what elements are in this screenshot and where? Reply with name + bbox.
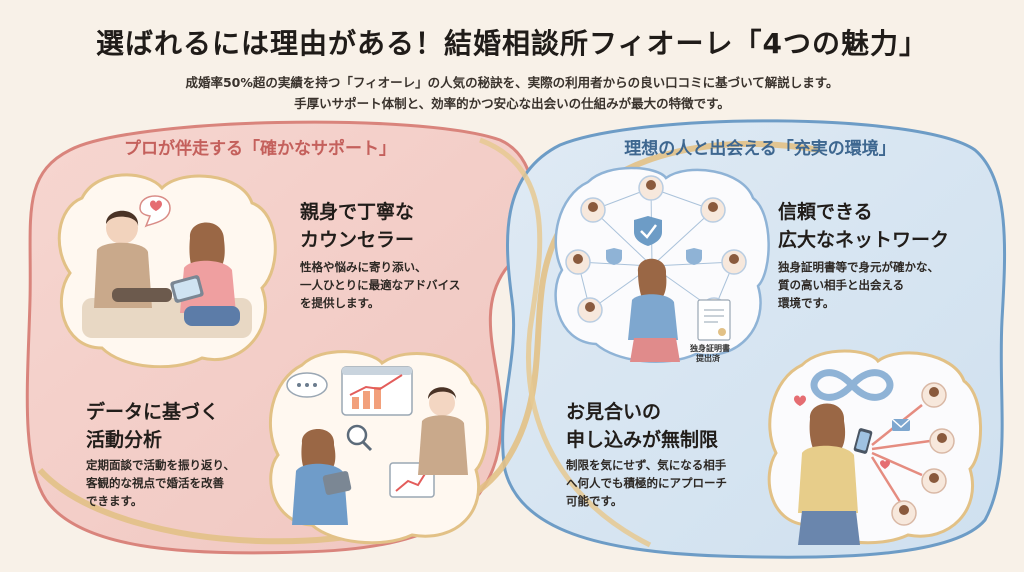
tablet-icon bbox=[170, 275, 204, 303]
feature-unlimited-body: 制限を気にせず、気になる相手 へ何人でも積極的にアプローチ 可能です。 bbox=[566, 458, 727, 508]
mail-icon bbox=[891, 418, 911, 431]
feature-analysis-body: 定期面談で活動を振り返り、 客観的な視点で婚活を改善 できます。 bbox=[86, 458, 236, 508]
magnifier-icon bbox=[346, 424, 373, 452]
feature-analysis-heading: データに基づく 活動分析 bbox=[86, 401, 220, 451]
feature-counselor-heading: 親身で丁寧な カウンセラー bbox=[300, 201, 415, 251]
left-panel-title: プロが伴走する「確かなサポート」 bbox=[124, 139, 396, 159]
certificate-label-2: 提出済 bbox=[696, 353, 721, 363]
smartphone-icon bbox=[853, 428, 873, 454]
feature-network-body: 独身証明書等で身元が確かな、 質の高い相手と出会える 環境です。 bbox=[778, 260, 939, 310]
certificate-icon bbox=[697, 299, 731, 341]
subtitle-line-1: 成婚率50%超の実績を持つ「フィオーレ」の人気の秘訣を、実際の利用者からの良い口… bbox=[185, 75, 839, 90]
heart-icon bbox=[139, 195, 171, 228]
feature-unlimited-heading: お見合いの 申し込みが無制限 bbox=[566, 401, 719, 451]
right-panel-title: 理想の人と出会える「充実の環境」 bbox=[624, 139, 896, 159]
analysis-illustration bbox=[269, 350, 489, 545]
unlimited-illustration bbox=[767, 349, 983, 545]
subtitle-line-2: 手厚いサポート体制と、効率的かつ安心な出会いの仕組みが最大の特徴です。 bbox=[294, 96, 730, 111]
feature-counselor-body: 性格や悩みに寄り添い、 一人ひとりに最適なアドバイス を提供します。 bbox=[300, 260, 461, 310]
certificate-label-1: 独身証明書 bbox=[689, 343, 730, 353]
counseling-illustration bbox=[57, 173, 277, 368]
shield-check-icon bbox=[634, 216, 662, 246]
infinity-icon bbox=[810, 369, 894, 401]
network-illustration: 独身証明書 提出済 bbox=[554, 166, 770, 363]
chart-icon bbox=[341, 366, 413, 416]
page-title: 選ばれるには理由がある！結婚相談所フィオーレ「4つの魅力」 bbox=[96, 27, 928, 60]
feature-network-heading: 信頼できる 広大なネットワーク bbox=[778, 201, 950, 251]
